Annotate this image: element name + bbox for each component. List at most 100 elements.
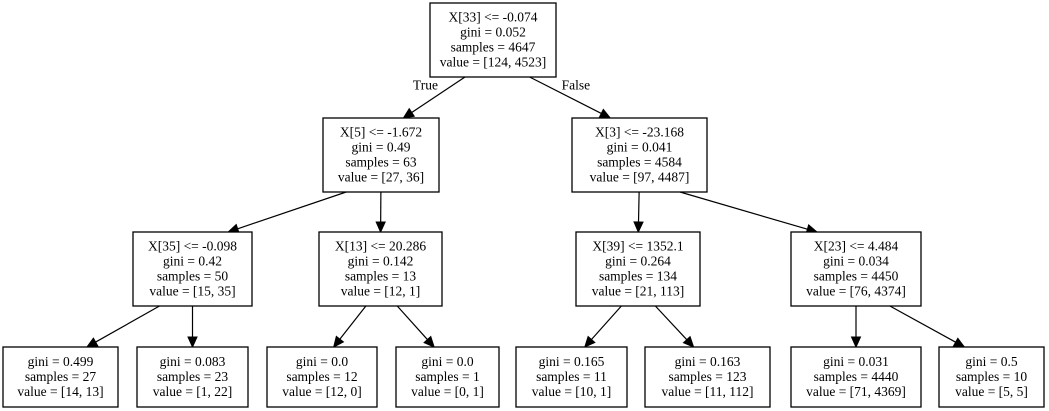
arrowhead-icon <box>633 221 644 234</box>
node-line: samples = 27 <box>25 369 97 384</box>
node-box <box>2 346 119 408</box>
edge-line <box>396 305 428 340</box>
node-line: value = [21, 113] <box>592 284 685 299</box>
node-line: gini = 0.499 <box>28 354 94 369</box>
node-line: samples = 50 <box>157 269 229 284</box>
node-line: samples = 13 <box>345 269 417 284</box>
edge-line <box>637 191 640 223</box>
node-box <box>571 117 708 193</box>
node-box <box>790 231 922 307</box>
node-line: gini = 0.5 <box>965 354 1017 369</box>
node-line: value = [97, 4487] <box>590 170 690 185</box>
node-box <box>136 346 249 408</box>
node-line: samples = 12 <box>286 369 357 384</box>
node-line: value = [27, 36] <box>338 170 424 185</box>
tree-edge <box>227 191 347 234</box>
arrowhead-icon <box>682 335 695 348</box>
node-line: samples = 123 <box>668 369 746 384</box>
node-line: value = [15, 35] <box>149 284 235 299</box>
edge-label-true: True <box>413 77 438 92</box>
tree-edge <box>654 305 695 348</box>
tree-edge <box>850 306 862 349</box>
tree-edge <box>583 305 622 348</box>
node-line: value = [0, 1] <box>411 384 484 399</box>
node-line: gini = 0.142 <box>348 254 414 269</box>
node-line: gini = 0.052 <box>460 25 526 40</box>
node-box <box>266 346 378 408</box>
node-line: X[35] <= -0.098 <box>148 239 237 254</box>
edge-line <box>654 305 688 341</box>
node-line: gini = 0.0 <box>421 354 473 369</box>
node-line: gini = 0.031 <box>823 354 889 369</box>
edge-line <box>889 305 956 343</box>
edge-line <box>411 76 466 113</box>
arrowhead-icon <box>952 337 966 348</box>
tree-edge <box>633 191 644 234</box>
arrowhead-icon <box>423 335 435 348</box>
node-box <box>318 231 443 307</box>
node-line: X[39] <= 1352.1 <box>592 239 683 254</box>
tree-edge: False <box>529 76 612 119</box>
node-box <box>644 346 771 408</box>
edge-line <box>529 76 602 114</box>
edge-line <box>95 305 160 343</box>
node-line: value = [76, 4374] <box>806 284 906 299</box>
node-box <box>429 2 557 78</box>
tree-edge <box>187 306 198 349</box>
node-line: gini = 0.0 <box>296 354 348 369</box>
arrowhead-icon <box>332 335 345 348</box>
tree-edge <box>679 191 819 235</box>
edge-line <box>591 305 622 340</box>
tree-edge <box>375 191 386 234</box>
node-line: value = [10, 1] <box>532 384 612 399</box>
tree-edge <box>332 305 367 348</box>
node-line: gini = 0.083 <box>160 354 226 369</box>
node-line: samples = 1 <box>415 369 480 384</box>
node-line: X[5] <= -1.672 <box>340 125 422 140</box>
arrowhead-icon <box>598 108 612 119</box>
node-line: gini = 0.264 <box>605 254 671 269</box>
node-box <box>515 346 628 408</box>
node-line: gini = 0.041 <box>607 140 673 155</box>
node-line: gini = 0.165 <box>539 354 605 369</box>
node-box <box>322 117 440 193</box>
node-line: samples = 23 <box>157 369 229 384</box>
tree-edge <box>85 305 160 348</box>
node-line: value = [12, 0] <box>282 384 362 399</box>
node-line: X[3] <= -23.168 <box>595 125 684 140</box>
node-line: gini = 0.163 <box>675 354 741 369</box>
node-line: samples = 4647 <box>451 40 536 55</box>
node-line: samples = 4440 <box>814 369 899 384</box>
node-line: samples = 4450 <box>814 269 899 284</box>
edge-line <box>237 191 347 230</box>
node-line: samples = 4584 <box>597 155 682 170</box>
node-box <box>790 346 922 408</box>
arrowhead-icon <box>85 337 99 348</box>
node-line: gini = 0.42 <box>163 254 222 269</box>
edge-line <box>679 191 808 230</box>
node-line: X[33] <= -0.074 <box>448 10 537 25</box>
node-line: gini = 0.034 <box>823 254 889 269</box>
node-box <box>395 346 500 408</box>
arrowhead-icon <box>375 221 386 234</box>
arrowhead-icon <box>187 336 198 349</box>
arrowhead-icon <box>402 107 416 119</box>
node-box <box>575 231 701 307</box>
node-box <box>938 346 1045 408</box>
arrowhead-icon <box>850 336 862 349</box>
node-line: value = [12, 1] <box>341 284 421 299</box>
